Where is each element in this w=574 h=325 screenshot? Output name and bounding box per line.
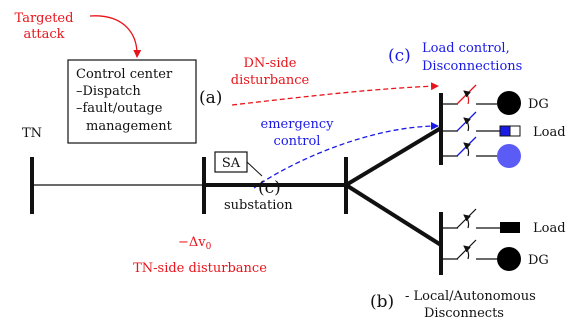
load-bottom-label: Load [533, 221, 566, 236]
dg-top-generator [497, 91, 521, 115]
delta-v-label: −Δv0 [178, 235, 212, 252]
control-center-fault: –fault/outage [76, 101, 163, 116]
tn-side-label: TN-side disturbance [133, 261, 267, 276]
load-control-label-line2: Disconnections [422, 59, 522, 74]
sa-label: SA [222, 156, 241, 171]
dg-bottom-generator [497, 247, 521, 271]
local-autonomous-label-line1: - Local/Autonomous [405, 289, 536, 304]
dg-blue-generator [497, 144, 521, 168]
control-center-dispatch: –Dispatch [76, 84, 141, 99]
targeted-attack-label-line1: Targeted [15, 11, 74, 26]
load-top-controlled [499, 125, 511, 137]
emergency-control-label-line2: control [274, 134, 321, 149]
sa-leader [246, 161, 263, 177]
dg-bottom-label: DG [528, 253, 549, 268]
attack-arrow [89, 15, 142, 58]
emergency-control-label-line1: emergency [261, 117, 335, 132]
dn-side-label-line2: disturbance [231, 73, 310, 88]
load-control-label-line1: Load control, [422, 41, 510, 56]
control-center-title: Control center [76, 67, 173, 82]
dn-side-arrow [231, 82, 439, 106]
dg-top-label: DG [528, 97, 549, 112]
local-autonomous-label-line2: Disconnects [424, 306, 504, 321]
marker-c-top: (c) [388, 46, 411, 66]
load-top-shed [509, 125, 521, 137]
control-center-box [67, 59, 197, 144]
control-center-management: management [86, 119, 173, 134]
load-top-label: Load [533, 125, 566, 140]
substation-label: substation [224, 198, 293, 213]
feeder-lower [344, 183, 443, 247]
load-bottom [500, 222, 520, 233]
marker-b: (b) [370, 292, 394, 312]
tn-label: TN [22, 126, 42, 141]
targeted-attack-label-line2: attack [23, 27, 64, 42]
feeder-upper [344, 126, 443, 187]
marker-c-mid: (c) [258, 178, 281, 198]
marker-a: (a) [199, 88, 222, 108]
emergency-control-arrow [253, 122, 439, 189]
dn-side-label-line1: DN-side [243, 56, 296, 71]
